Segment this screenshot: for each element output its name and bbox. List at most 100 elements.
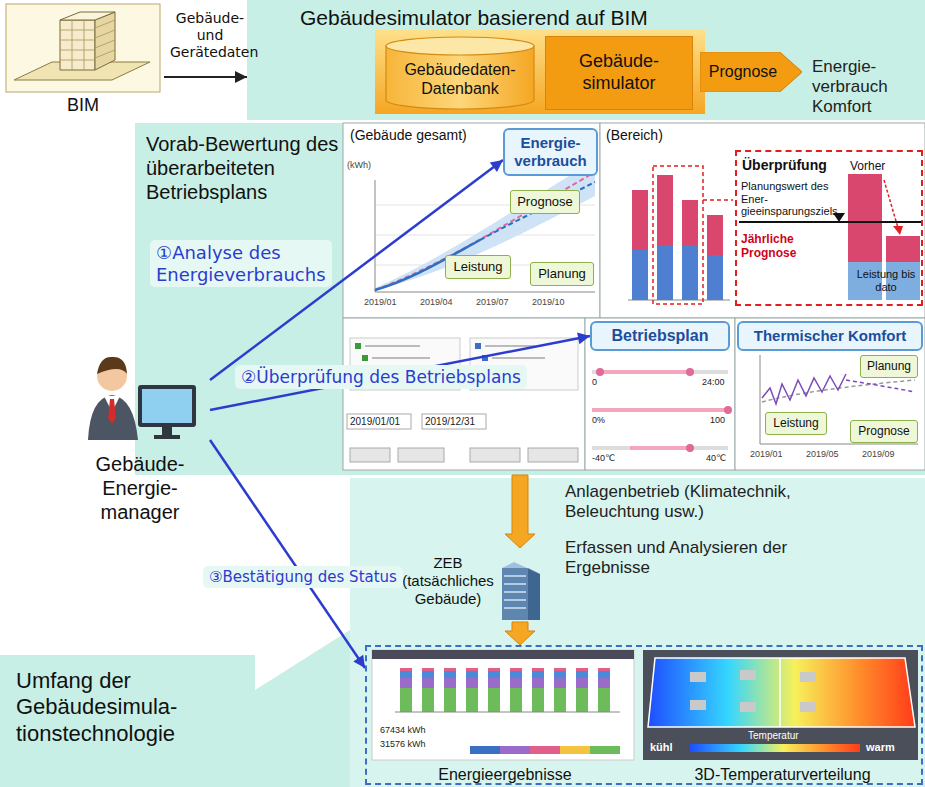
node-text: Jährliche Prognose bbox=[741, 232, 841, 261]
polygon-part bbox=[502, 562, 540, 574]
path-part bbox=[60, 20, 115, 70]
bim-model: BIM bbox=[2, 0, 164, 120]
rect-part bbox=[375, 30, 705, 114]
use-part bbox=[444, 668, 456, 712]
flow-arrow bbox=[505, 475, 535, 548]
node-text: Energieergebnisse bbox=[374, 765, 636, 784]
node-text: Prognose bbox=[709, 62, 778, 81]
chart-panel: (Gebäude gesamt)Energie- verbrauchProgno… bbox=[343, 123, 600, 318]
node-text: Leistung bbox=[773, 416, 818, 430]
comfort-chart bbox=[760, 355, 918, 444]
rect-part bbox=[470, 746, 500, 754]
path-part bbox=[592, 372, 728, 448]
edge-label: ③Bestätigung des Status bbox=[203, 566, 403, 588]
annotation-label: Anlagenbetrieb (Klimatechnik, Beleuchtun… bbox=[565, 482, 865, 523]
node-text: Gebäudesimulator basierend auf BIM bbox=[300, 5, 780, 30]
path-part bbox=[884, 180, 898, 228]
rect-part bbox=[247, 0, 925, 120]
rect-part bbox=[632, 190, 648, 250]
path-part bbox=[760, 355, 918, 444]
manager-figure bbox=[88, 357, 196, 440]
database-cylinder: Gebäudedaten- Datenbank bbox=[385, 36, 535, 110]
edge-label: ①Analyse des Energieverbrauchs bbox=[150, 240, 332, 287]
rect-part bbox=[502, 568, 528, 620]
rect-part bbox=[154, 435, 180, 439]
annotation-label: warm bbox=[866, 741, 895, 754]
path-part bbox=[375, 160, 595, 290]
path-part bbox=[846, 380, 915, 392]
rect-part bbox=[740, 670, 756, 680]
arrow-head bbox=[353, 655, 365, 668]
energy-results-screen bbox=[372, 650, 634, 760]
use-part bbox=[466, 668, 478, 712]
temperature-3d-view bbox=[643, 650, 918, 760]
node-text: (Gebäude gesamt) bbox=[350, 127, 500, 144]
rect-part bbox=[138, 385, 196, 427]
rect-part bbox=[632, 250, 648, 300]
rect-part bbox=[162, 427, 172, 435]
rect-part bbox=[350, 448, 390, 462]
polygon-part bbox=[255, 630, 350, 787]
path-part bbox=[739, 221, 921, 223]
section-tag: Thermischer Komfort bbox=[737, 321, 923, 351]
arrow-head bbox=[490, 160, 503, 172]
rect-part bbox=[470, 448, 520, 462]
circle-part bbox=[596, 368, 604, 376]
flow-arrow bbox=[505, 622, 535, 645]
section-tag: Energie- verbrauch bbox=[503, 128, 598, 176]
callout-bubble: Leistung bbox=[445, 255, 511, 279]
connector-line bbox=[164, 71, 247, 83]
annotation-label: 0 bbox=[592, 377, 597, 388]
edge-label: ②Überprüfung des Betriebsplans bbox=[235, 365, 527, 389]
rect-part bbox=[735, 318, 925, 470]
connector-line bbox=[210, 440, 365, 668]
edge-label: Gebäude- und Gerätedaten bbox=[164, 8, 256, 62]
node-text: Überprüfung bbox=[742, 157, 842, 174]
rect-part bbox=[682, 200, 698, 245]
scope-box: Umfang der Gebäudesimula- tionstechnolog… bbox=[0, 655, 255, 787]
bim-drawing bbox=[6, 4, 160, 92]
use-part bbox=[488, 668, 500, 712]
annotation-label: -40℃ bbox=[592, 453, 615, 464]
path-part bbox=[97, 357, 127, 374]
path-part bbox=[480, 182, 595, 240]
annotation-label: 2019/01 bbox=[364, 297, 397, 308]
use-part bbox=[598, 668, 610, 712]
rect-part bbox=[682, 245, 698, 300]
arrow-head bbox=[577, 332, 590, 344]
use-part bbox=[532, 668, 544, 712]
rect-part bbox=[355, 343, 361, 349]
rect-part bbox=[422, 414, 486, 429]
chart-panel: (Bereich)ÜberprüfungVorherPlanungswert d… bbox=[600, 123, 925, 318]
rect-part bbox=[590, 746, 620, 754]
rect-part bbox=[800, 672, 816, 682]
settings-form bbox=[347, 338, 578, 462]
results-frame: Energieergebnisse 3D-Temperaturverteilung bbox=[365, 645, 923, 785]
rect-part bbox=[690, 744, 860, 752]
annotation-label: 2019/01/01 bbox=[350, 416, 400, 428]
annotation-label: 2019/07 bbox=[476, 297, 509, 308]
polygon-part bbox=[108, 399, 116, 424]
lower-region bbox=[0, 478, 925, 787]
rect-part bbox=[0, 655, 255, 787]
annotation-label: 2019/09 bbox=[862, 449, 895, 460]
polygon-part bbox=[893, 226, 903, 235]
simulator-box: Gebäude- simulator bbox=[545, 36, 693, 110]
connector-stroke bbox=[210, 440, 365, 668]
node-text: Gebäude- simulator bbox=[550, 51, 688, 94]
rect-part bbox=[707, 255, 723, 300]
operation-sliders bbox=[592, 368, 732, 452]
node-text: 3D-Temperaturverteilung bbox=[645, 765, 920, 784]
rect-part bbox=[653, 166, 703, 304]
evaluation-panel-ground bbox=[135, 123, 925, 475]
rect-part bbox=[135, 123, 925, 475]
polygon-part bbox=[60, 20, 95, 70]
use-part bbox=[422, 668, 434, 712]
rect-part bbox=[6, 4, 160, 92]
circle-part bbox=[724, 406, 732, 414]
node-text: Prognose bbox=[517, 194, 573, 210]
annotation-label: Komfort bbox=[812, 97, 872, 117]
node-text: Vorab-Bewertung des überarbeiteten Betri… bbox=[146, 132, 341, 204]
annotation-label: 100 bbox=[710, 415, 725, 426]
